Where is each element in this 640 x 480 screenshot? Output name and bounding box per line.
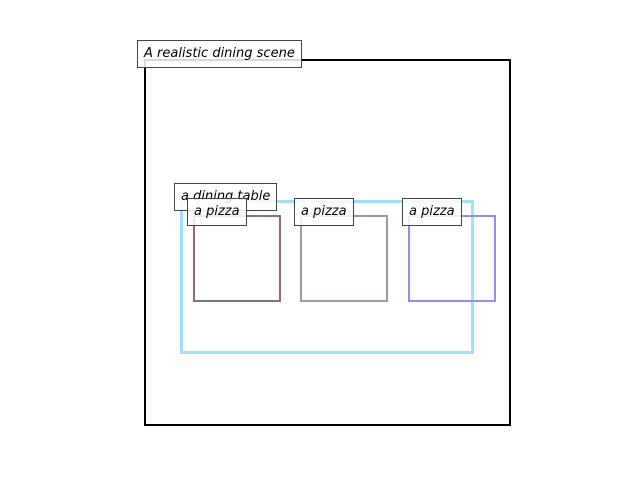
pizza-bounding-box-1 — [193, 215, 281, 302]
pizza-label-2: a pizza — [294, 198, 354, 226]
scene-bounding-box — [144, 59, 511, 426]
pizza-label-3: a pizza — [402, 198, 462, 226]
scene-label: A realistic dining scene — [137, 40, 302, 68]
pizza-label-1: a pizza — [187, 198, 247, 226]
pizza-bounding-box-2 — [300, 215, 388, 302]
pizza-bounding-box-3 — [408, 215, 496, 302]
